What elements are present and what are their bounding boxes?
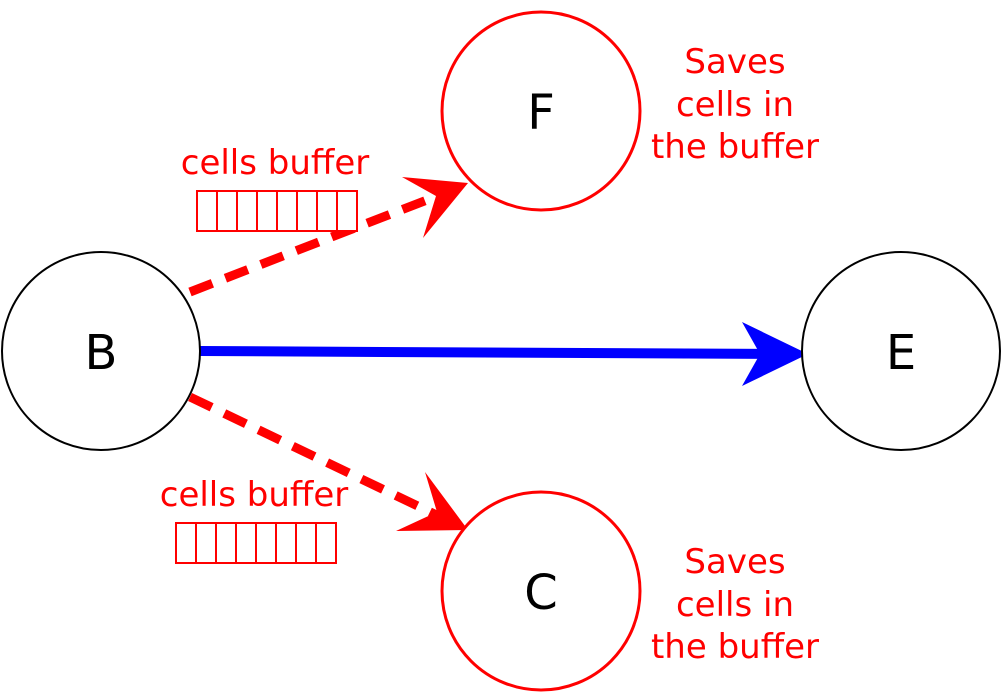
buffer-cell	[196, 190, 218, 232]
node-b-label: B	[85, 325, 118, 381]
buffer-bottom: cells buffer	[160, 475, 348, 564]
buffer-cell	[315, 522, 337, 564]
node-c: C	[440, 490, 642, 692]
edge-b-to-e	[199, 322, 808, 386]
note-f-line-2: cells in	[676, 85, 794, 125]
buffer-cell	[276, 190, 298, 232]
buffer-cell	[215, 522, 237, 564]
arrowhead-c	[396, 472, 468, 531]
note-c: Saves cells in the buffer	[651, 542, 819, 667]
note-f: Saves cells in the buffer	[651, 42, 819, 167]
node-e: E	[801, 251, 1001, 451]
buffer-cell	[175, 522, 197, 564]
buffer-bottom-cells	[175, 522, 337, 564]
buffer-cell	[295, 522, 317, 564]
buffer-cell	[216, 190, 238, 232]
note-c-line-2: cells in	[676, 585, 794, 625]
buffer-cell	[296, 190, 318, 232]
arrowhead-e	[742, 322, 808, 386]
node-f: F	[440, 10, 642, 212]
buffer-cell	[236, 190, 258, 232]
note-c-line-3: the buffer	[651, 627, 819, 667]
buffer-top-cells	[196, 190, 358, 232]
buffer-top-label: cells buffer	[181, 143, 369, 183]
buffer-cell	[195, 522, 217, 564]
node-c-label: C	[524, 565, 558, 621]
arrowhead-f	[402, 177, 468, 238]
buffer-cell	[336, 190, 358, 232]
node-f-label: F	[527, 85, 555, 141]
buffer-top: cells buffer	[181, 143, 369, 232]
buffer-bottom-label: cells buffer	[160, 475, 348, 515]
note-f-line-3: the buffer	[651, 127, 819, 167]
buffer-cell	[316, 190, 338, 232]
edge-b-to-c	[188, 392, 468, 531]
buffer-cell	[255, 522, 277, 564]
node-b: B	[1, 251, 201, 451]
buffer-cell	[275, 522, 297, 564]
note-f-line-1: Saves	[684, 42, 785, 82]
buffer-cell	[256, 190, 278, 232]
node-e-label: E	[886, 325, 916, 381]
buffer-cell	[235, 522, 257, 564]
note-c-line-1: Saves	[684, 542, 785, 582]
edge-b-to-f	[188, 177, 468, 297]
